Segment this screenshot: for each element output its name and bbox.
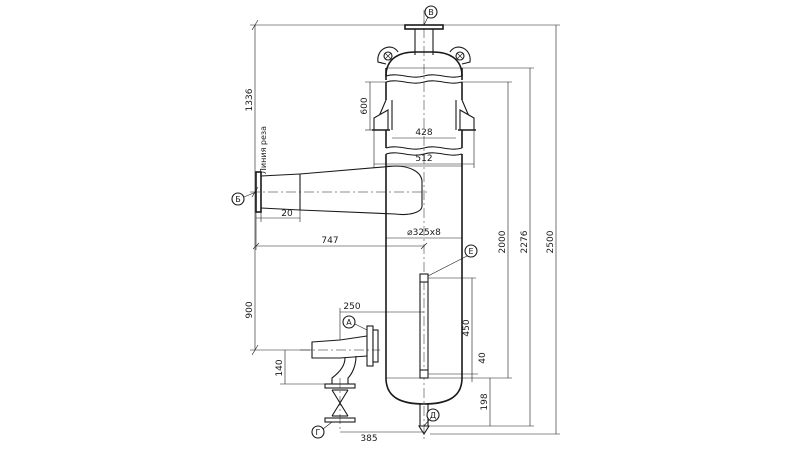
dim-2000 — [462, 81, 512, 379]
dim-747 — [252, 212, 428, 250]
dim-2276-label: 2276 — [520, 230, 530, 253]
dim-600-label: 600 — [360, 97, 370, 114]
dim-512 — [373, 130, 475, 168]
marker-a-label: А — [346, 318, 352, 327]
marker-a: А — [342, 315, 368, 331]
marker-v: В — [423, 5, 438, 26]
main-shell — [385, 154, 463, 405]
dim-140 — [280, 350, 325, 385]
outlet-nozzle-a — [300, 325, 380, 386]
valve-g — [324, 378, 356, 430]
dim-450-label: 450 — [462, 319, 472, 336]
marker-b: Б — [231, 191, 257, 206]
marker-g-label: Г — [316, 428, 321, 437]
cut-line-label: Линия реза — [259, 126, 268, 174]
dim-2000-label: 2000 — [498, 230, 508, 253]
top-head — [385, 51, 463, 80]
dim-2500-label: 2500 — [546, 230, 556, 253]
dim-diameter-label: ⌀325x8 — [407, 228, 441, 238]
dim-600 — [365, 81, 386, 131]
dim-900 — [250, 192, 312, 356]
level-gauge-e — [419, 273, 476, 379]
marker-e-label: Е — [468, 247, 473, 256]
marker-d: Д — [423, 408, 440, 427]
dim-428-label: 428 — [415, 128, 432, 138]
upper-shell — [372, 74, 476, 156]
dim-198-label: 198 — [480, 393, 490, 410]
dim-450 — [428, 278, 478, 375]
dim-20-label: 20 — [281, 209, 293, 219]
lifting-lug-left — [377, 46, 399, 65]
dim-40-label: 40 — [478, 352, 488, 364]
dim-2276 — [430, 67, 534, 427]
dim-140-label: 140 — [275, 359, 285, 376]
dim-1336-label: 1336 — [245, 88, 255, 111]
marker-d-label: Д — [430, 411, 436, 420]
dim-20 — [256, 210, 301, 222]
dim-2500 — [430, 24, 560, 435]
dim-250-label: 250 — [343, 302, 360, 312]
marker-e: Е — [427, 244, 478, 277]
dim-747-label: 747 — [321, 236, 338, 246]
marker-v-label: В — [428, 8, 434, 17]
marker-b-label: Б — [235, 195, 241, 204]
inlet-nozzle-b — [250, 165, 430, 216]
dim-900-label: 900 — [245, 301, 255, 318]
dim-512-label: 512 — [415, 154, 432, 164]
marker-g: Г — [311, 421, 333, 439]
dim-250 — [339, 308, 424, 340]
dim-1336 — [250, 19, 405, 198]
lifting-lug-right — [449, 46, 471, 65]
dim-385-label: 385 — [360, 434, 377, 444]
